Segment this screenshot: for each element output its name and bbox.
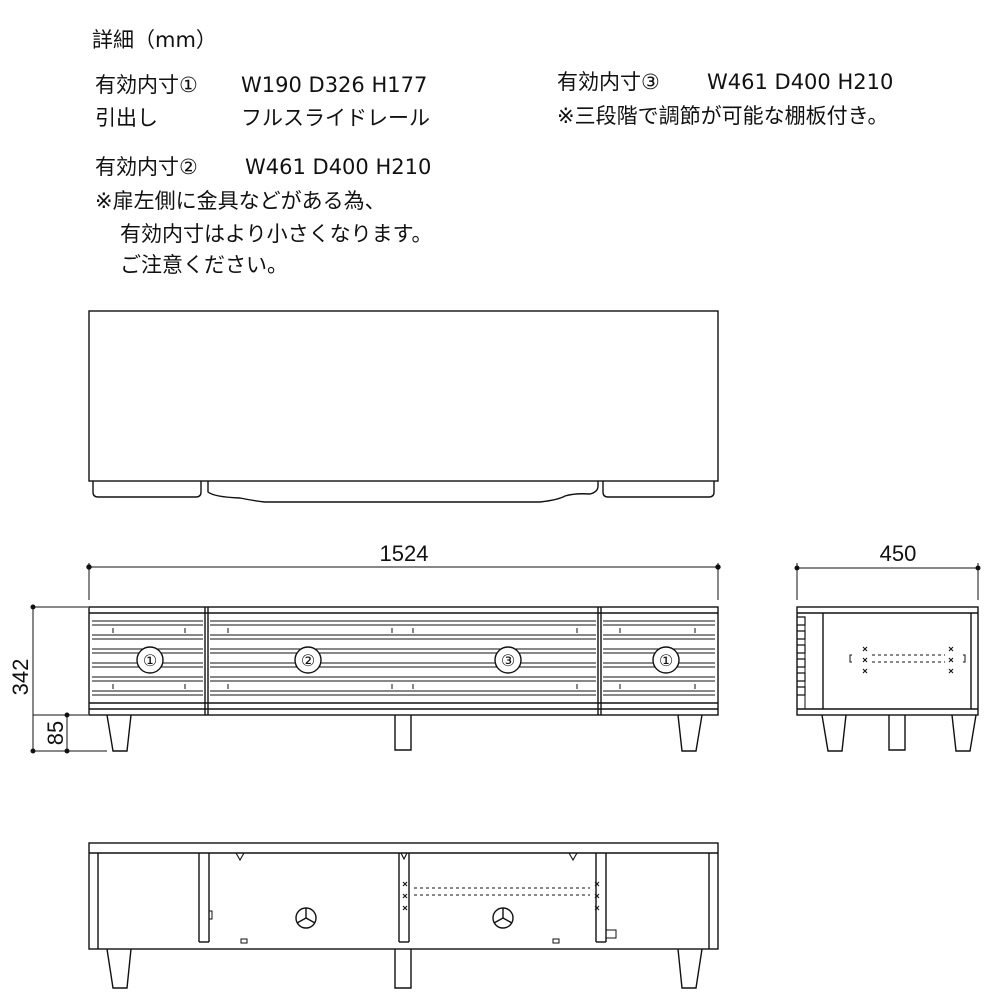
note-2-line-2: 有効内寸はより小さくなります。 xyxy=(120,222,433,246)
cable-hole-left xyxy=(295,907,317,929)
note-2-line-3: ご注意ください。 xyxy=(120,253,288,277)
compartment-3-label: ③ xyxy=(501,651,515,670)
spec-2: 有効内寸② W461 D400 H210 xyxy=(95,155,431,179)
spec-3-label: 有効内寸③ xyxy=(557,70,660,94)
interior-view xyxy=(88,842,719,989)
interior-pin-marks xyxy=(402,881,600,911)
interior-leg-center xyxy=(394,949,412,989)
width-dimension xyxy=(86,563,721,600)
compartment-3-badge xyxy=(494,646,522,674)
depth-label: 450 xyxy=(880,541,917,566)
width-label: 1524 xyxy=(380,541,429,566)
interior-leg-right xyxy=(677,948,703,989)
front-joints xyxy=(112,628,696,689)
front-slats xyxy=(92,620,715,696)
side-view-body xyxy=(796,606,979,716)
spec-3-value: W461 D400 H210 xyxy=(707,70,894,94)
spec-1-value: W190 D326 H177 xyxy=(241,73,428,97)
cable-hole-right xyxy=(492,907,514,929)
leg-height-label: 85 xyxy=(43,721,68,745)
compartment-4-badge xyxy=(652,646,680,674)
top-view-body xyxy=(88,310,719,482)
top-view xyxy=(88,310,719,503)
drawer-label: 引出し xyxy=(95,106,158,130)
side-leg-right xyxy=(951,714,977,752)
compartment-1-badge xyxy=(136,646,164,674)
front-view-body xyxy=(88,606,719,716)
top-view-front-curve xyxy=(207,481,599,503)
compartment-1-label: ① xyxy=(143,651,157,670)
spec-2-value: W461 D400 H210 xyxy=(245,155,432,179)
spec-3: 有効内寸③ W461 D400 H210 xyxy=(557,70,893,94)
side-leg-left xyxy=(821,714,847,752)
front-leg-right xyxy=(677,714,703,752)
side-slat-profile xyxy=(797,616,806,696)
shelf-pin-marks xyxy=(862,646,954,674)
interior-leg-left xyxy=(106,948,132,989)
front-leg-left xyxy=(106,714,132,752)
compartment-2-label: ② xyxy=(301,651,315,670)
details-title: 詳細（mm） xyxy=(92,28,217,52)
front-leg-center xyxy=(394,715,412,751)
spec-1-label: 有効内寸① xyxy=(95,73,198,97)
compartment-4-label: ① xyxy=(659,651,673,670)
compartment-2-badge xyxy=(294,646,322,674)
spec-1: 有効内寸① W190 D326 H177 xyxy=(95,73,427,97)
side-leg-center xyxy=(888,715,906,751)
depth-dimension xyxy=(794,563,981,600)
front-view xyxy=(88,606,719,752)
side-view xyxy=(796,606,979,752)
drawer-spec: 引出し フルスライドレール xyxy=(95,106,430,130)
note-2-line-1: ※扉左側に金具などがある為、 xyxy=(95,189,386,213)
spec-2-label: 有効内寸② xyxy=(95,155,198,179)
height-dimension xyxy=(30,604,107,754)
top-view-leg-right xyxy=(602,481,715,498)
note-3: ※三段階で調節が可能な棚板付き。 xyxy=(557,104,889,128)
interior-body xyxy=(88,842,719,950)
top-view-leg-left xyxy=(92,481,202,498)
height-label: 342 xyxy=(8,659,33,696)
drawer-value: フルスライドレール xyxy=(241,106,430,130)
